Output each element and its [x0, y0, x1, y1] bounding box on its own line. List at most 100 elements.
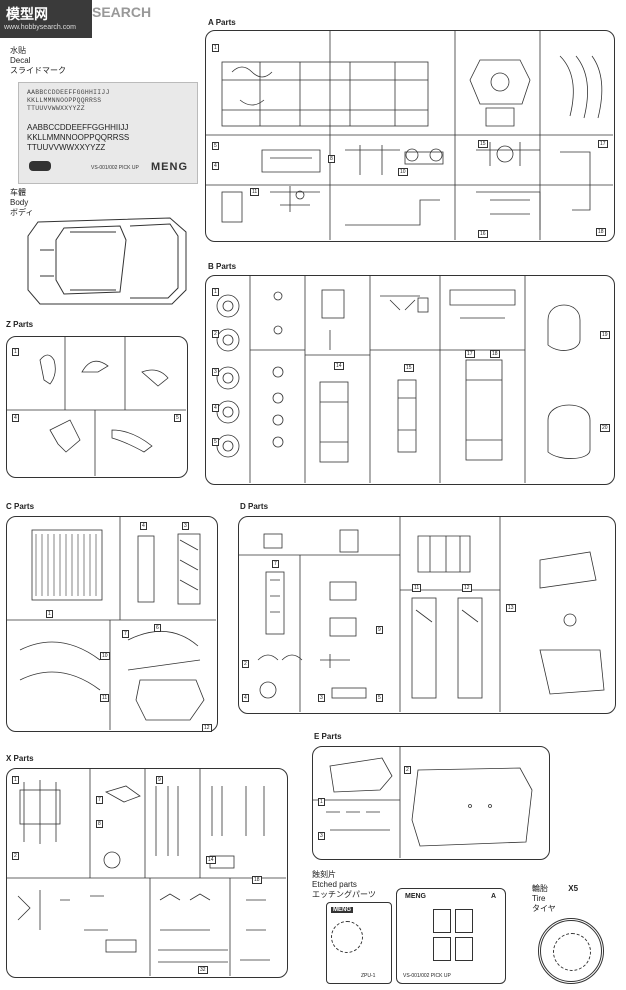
- part-number: 10: [100, 652, 110, 660]
- part-number: 4: [212, 162, 219, 170]
- sprue-c-label: C Parts: [6, 502, 35, 511]
- watermark-cn-text: 模型网: [6, 6, 48, 22]
- part-number: 20: [600, 424, 610, 432]
- etched-title-en: Etched parts: [312, 880, 357, 889]
- part-number: 18: [252, 876, 262, 884]
- part-number: 11: [250, 188, 260, 196]
- watermark-logo-block: [0, 0, 92, 38]
- part-number: 8: [328, 155, 335, 163]
- sprue-a-label: A Parts: [208, 18, 236, 27]
- decal-row-small: AABBCCDDEEFFGGHHIIJJ: [27, 89, 110, 96]
- part-number: 12: [462, 584, 472, 592]
- tire-title: 輪胎 X5 Tire タイヤ: [532, 884, 578, 914]
- part-number: 2: [404, 766, 411, 774]
- part-number: 8: [96, 820, 103, 828]
- etched-title-jp: エッチングパーツ: [312, 890, 376, 899]
- part-number: 5: [212, 438, 219, 446]
- sprue-c-frame: [6, 516, 218, 732]
- part-number: 15: [478, 140, 488, 148]
- decal-sheet: AABBCCDDEEFFGGHHIIJJ KKLLMMNNOOPPQQRRSS …: [18, 82, 198, 184]
- etched-plate: [433, 909, 451, 933]
- part-number: 4: [140, 522, 147, 530]
- part-number: 9: [156, 776, 163, 784]
- etched-fret-left-brand: MENG: [331, 907, 353, 913]
- etched-gear-icon: [331, 921, 363, 953]
- decal-title: 水贴 Decal スライドマーク: [10, 46, 66, 76]
- part-number: 14: [206, 856, 216, 864]
- part-number: 2: [212, 330, 219, 338]
- etched-plate: [455, 909, 473, 933]
- etched-fret-right: MENG A VS-001/002 PICK UP: [396, 888, 506, 984]
- part-number: 19: [600, 331, 610, 339]
- decal-row-large: AABBCCDDEEFFGGHHIIJJ: [27, 123, 129, 132]
- tire-count: X5: [568, 884, 579, 893]
- decal-title-en: Decal: [10, 56, 31, 65]
- part-number: 18: [490, 350, 500, 358]
- etched-fret-right-letter: A: [491, 893, 497, 900]
- tire-icon: [538, 918, 604, 984]
- tire-title-jp: タイヤ: [532, 904, 556, 913]
- part-number: 11: [412, 584, 422, 592]
- decal-row-large: TTUUVVWWXXYYZZ: [27, 143, 106, 152]
- sprue-e-label: E Parts: [314, 732, 342, 741]
- part-number: 13: [506, 604, 516, 612]
- sprue-z-frame: [6, 336, 188, 478]
- decal-title-jp: スライドマーク: [10, 66, 66, 75]
- part-number: 1: [46, 610, 53, 618]
- part-number: 5: [212, 142, 219, 150]
- part-number: 4: [242, 694, 249, 702]
- part-number: 18: [596, 228, 606, 236]
- body-title: 车體 Body ボディ: [10, 188, 33, 218]
- part-number: 32: [198, 966, 208, 974]
- etched-fret-right-code: VS-001/002 PICK UP: [403, 973, 451, 979]
- part-number: 14: [334, 362, 344, 370]
- sprue-d-frame: [238, 516, 616, 714]
- part-number: 17: [598, 140, 608, 148]
- sprue-x-label: X Parts: [6, 754, 34, 763]
- part-number: 4: [212, 404, 219, 412]
- part-number: 2: [12, 852, 19, 860]
- etched-plate: [433, 937, 451, 961]
- part-number: 1: [318, 798, 325, 806]
- watermark-site-text: www.hobbysearch.com: [4, 24, 76, 31]
- sprue-e-frame: [312, 746, 550, 860]
- sprue-b-label: B Parts: [208, 262, 237, 271]
- part-number: 7: [122, 630, 129, 638]
- part-number: 7: [272, 560, 279, 568]
- etched-title: 蝕刻片 Etched parts エッチングパーツ: [312, 870, 376, 900]
- part-number: 10: [398, 168, 408, 176]
- sprue-a-frame: [205, 30, 615, 242]
- tire-title-cn: 輪胎: [532, 884, 548, 893]
- body-title-cn: 车體: [10, 188, 26, 197]
- decal-row-large: KKLLMMNNOOPPQQRRSS: [27, 133, 130, 142]
- part-number: 11: [100, 694, 110, 702]
- watermark: 模型网 SEARCH www.hobbysearch.com: [0, 0, 160, 40]
- part-number: 3: [318, 832, 325, 840]
- part-number: 6: [154, 624, 161, 632]
- body-title-jp: ボディ: [10, 208, 34, 217]
- tire-title-en: Tire: [532, 894, 546, 903]
- etched-plate: [455, 937, 473, 961]
- etched-fret-left: MENG ZPU-1: [326, 902, 392, 984]
- part-number: 9: [376, 626, 383, 634]
- decal-row-small: TTUUVVWWXXYYZZ: [27, 105, 85, 112]
- body-title-en: Body: [10, 198, 29, 207]
- part-number: 5: [174, 414, 181, 422]
- sprue-d-label: D Parts: [240, 502, 269, 511]
- decal-badge-icon: [29, 161, 51, 171]
- part-number: 1: [12, 776, 19, 784]
- part-number: 3: [318, 694, 325, 702]
- part-number: 16: [478, 230, 488, 238]
- part-number: 2: [242, 660, 249, 668]
- decal-code: VS-001/002 PICK UP: [91, 165, 139, 171]
- part-number: 3: [212, 368, 219, 376]
- sprue-b-frame: [205, 275, 615, 485]
- part-number: 4: [12, 414, 19, 422]
- etched-title-cn: 蝕刻片: [312, 870, 336, 879]
- part-number: 3: [182, 522, 189, 530]
- decal-row-small: KKLLMMNNOOPPQQRRSS: [27, 97, 102, 104]
- part-number: 5: [376, 694, 383, 702]
- part-number: 12: [202, 724, 212, 732]
- watermark-brand-text: SEARCH: [92, 4, 152, 20]
- part-number: 1: [212, 44, 219, 52]
